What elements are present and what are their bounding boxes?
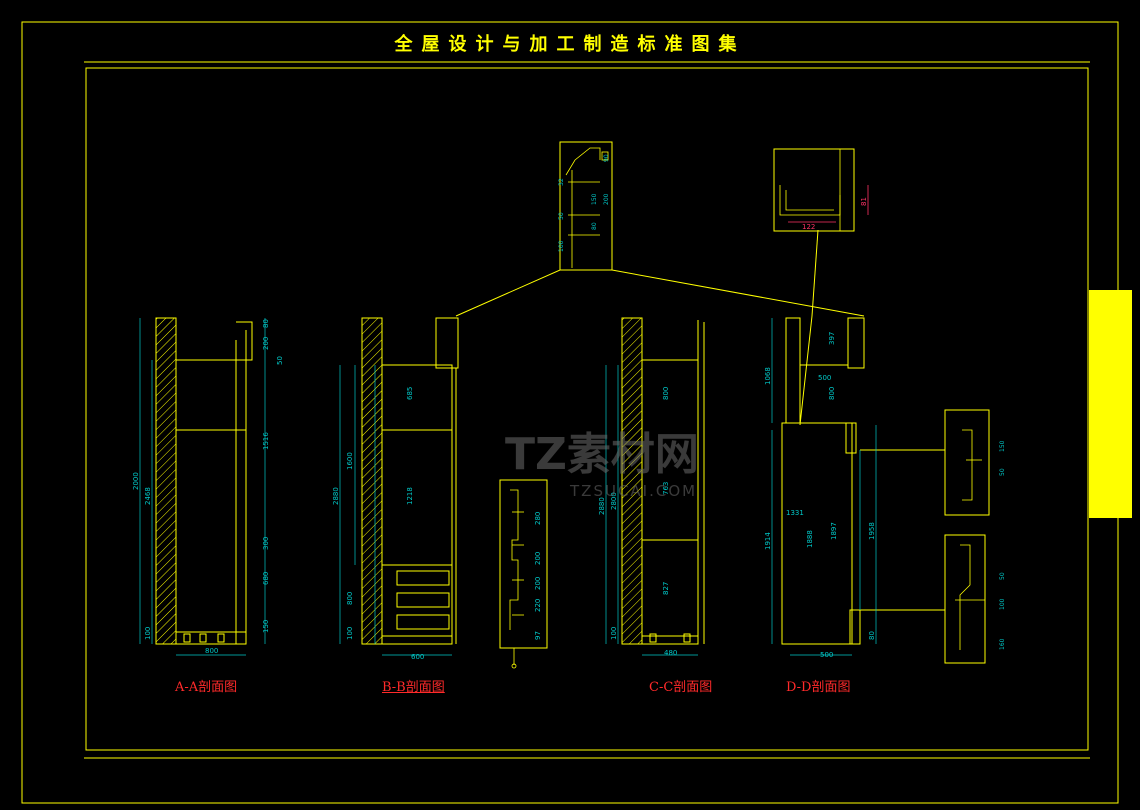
b-b-height-total: 2880 — [332, 487, 340, 505]
d-d-dim: 1958 — [868, 522, 876, 540]
c-c-dim: 763 — [662, 482, 670, 495]
detail-top-right: 122 81 — [773, 148, 869, 232]
a-a-dim: 680 — [262, 572, 270, 585]
c-c-dim: 100 — [610, 627, 618, 640]
section-d-d: 1068 397 500 800 1914 1331 1888 1897 195… — [764, 317, 877, 659]
c-c-height-inner: 2800 — [610, 492, 618, 510]
right-lower-dim: 100 — [999, 598, 1006, 610]
drawer-dim: 200 — [534, 577, 542, 590]
d-d-dim: 1331 — [786, 509, 804, 517]
b-b-dim: 800 — [346, 592, 354, 605]
section-label-d-d: D-D剖面图 — [786, 680, 851, 695]
drawing-title: 全屋设计与加工制造标准图集 — [394, 34, 746, 55]
a-a-dim: 100 — [144, 627, 152, 640]
a-a-dim: 80 — [262, 319, 270, 328]
crown-dim: 50 — [558, 212, 565, 220]
crown-dim: 80 — [591, 222, 598, 230]
drawer-dim: 280 — [534, 512, 542, 525]
d-d-dim: 1068 — [764, 367, 772, 385]
d-d-dim: 1897 — [830, 522, 838, 540]
drawer-dim: 97 — [534, 631, 542, 640]
detail-right-upper: 150 50 — [944, 409, 1006, 516]
section-c-c: 2880 2800 480 800 763 827 100 — [598, 317, 705, 657]
crown-dim: 150 — [591, 193, 598, 205]
section-label-c-c: C-C剖面图 — [649, 680, 713, 695]
side-tab-marker — [1089, 290, 1132, 518]
d-d-height-total: 1914 — [764, 532, 772, 550]
a-a-dim: 200 — [262, 337, 270, 350]
a-a-width: 800 — [205, 647, 218, 655]
watermark-brand: TZ素材网 — [505, 429, 699, 480]
watermark-domain: TZSUCAI.COM — [570, 482, 698, 500]
right-lower-dim: 160 — [999, 638, 1006, 650]
detail-top-crown: 32 50 90 150 200 80 100 — [558, 141, 613, 271]
b-b-height-inner: 1600 — [346, 452, 354, 470]
section-a-a: 2000 2468 800 80 200 50 1516 300 680 150… — [132, 317, 284, 656]
d-d-dim: 397 — [828, 332, 836, 345]
detail-drawer: 280 200 200 220 97 — [499, 479, 548, 669]
d-d-height-inner: 1888 — [806, 530, 814, 548]
b-b-dim: 1218 — [406, 487, 414, 505]
crown-dim: 200 — [603, 193, 610, 205]
d-d-dim: 800 — [828, 387, 836, 400]
d-d-dim: 500 — [818, 374, 831, 382]
c-c-height-total: 2880 — [598, 497, 606, 515]
top-right-dim: 81 — [860, 197, 868, 206]
a-a-height-total: 2000 — [132, 472, 140, 490]
drawer-dim: 220 — [534, 599, 542, 612]
b-b-dim: 100 — [346, 627, 354, 640]
a-a-dim: 50 — [276, 356, 284, 365]
a-a-dim: 1516 — [262, 432, 270, 450]
drawer-dim: 200 — [534, 552, 542, 565]
crown-dim: 90 — [603, 154, 610, 162]
right-upper-dim: 50 — [999, 468, 1006, 476]
d-d-width: 500 — [820, 651, 833, 659]
b-b-dim: 685 — [406, 387, 414, 400]
a-a-height-inner: 2468 — [144, 487, 152, 505]
detail-right-lower: 50 100 160 — [944, 534, 1006, 664]
b-b-width: 600 — [411, 653, 424, 661]
crown-dim: 32 — [558, 178, 565, 186]
c-c-dim: 800 — [662, 387, 670, 400]
c-c-width: 480 — [664, 649, 677, 657]
c-c-dim: 827 — [662, 582, 670, 595]
right-lower-dim: 50 — [999, 572, 1006, 580]
a-a-dim: 150 — [262, 620, 270, 633]
d-d-dim: 80 — [868, 631, 876, 640]
a-a-dim: 300 — [262, 537, 270, 550]
top-right-dim: 122 — [802, 223, 815, 231]
right-upper-dim: 150 — [999, 440, 1006, 452]
crown-dim: 100 — [558, 240, 565, 252]
section-label-a-a: A-A剖面图 — [175, 680, 238, 695]
section-label-b-b: B-B剖面图 — [382, 680, 445, 695]
section-b-b: 2880 1600 600 685 1218 800 100 — [332, 317, 459, 661]
